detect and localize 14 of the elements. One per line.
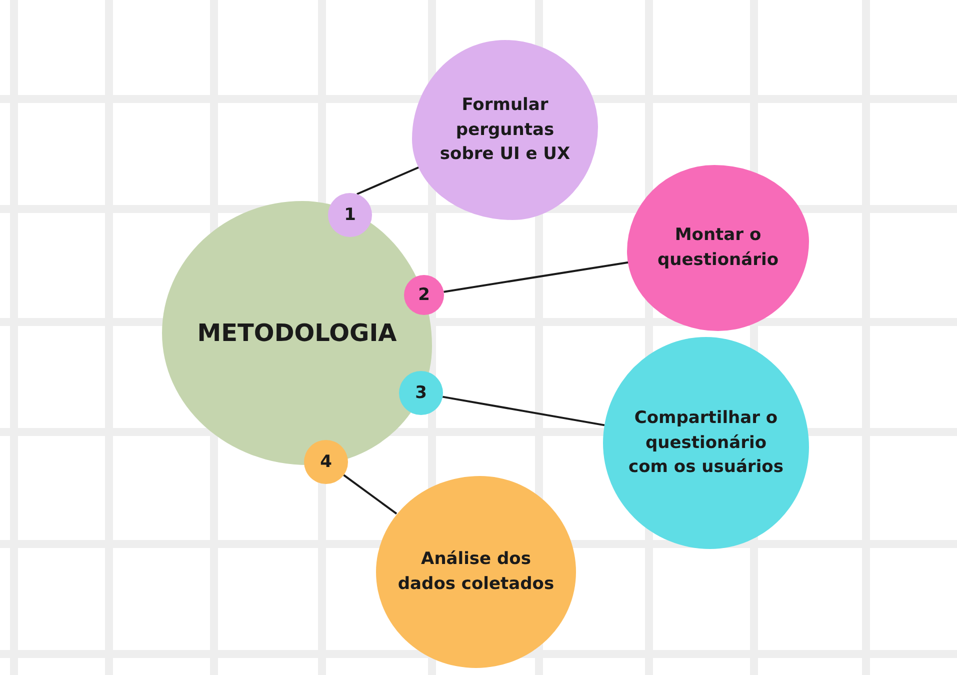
- step-number: 3: [415, 382, 427, 405]
- connector-line: [444, 261, 629, 293]
- connector-line: [442, 396, 605, 426]
- step-text: Análise dos dados coletados: [396, 548, 556, 596]
- connector-line: [343, 474, 398, 515]
- title-text: METODOLOGIA: [197, 318, 397, 349]
- step-number: 4: [320, 450, 332, 474]
- connector-line: [356, 166, 420, 196]
- step-number: 2: [418, 284, 430, 307]
- step-number: 1: [344, 204, 356, 227]
- step-text: Compartilhar o questionário com os usuários: [628, 407, 784, 480]
- step-text: Montar o questionário: [656, 224, 780, 272]
- step-number-circle: [328, 193, 372, 237]
- step-text: Formular perguntas sobre UI e UX: [438, 94, 572, 166]
